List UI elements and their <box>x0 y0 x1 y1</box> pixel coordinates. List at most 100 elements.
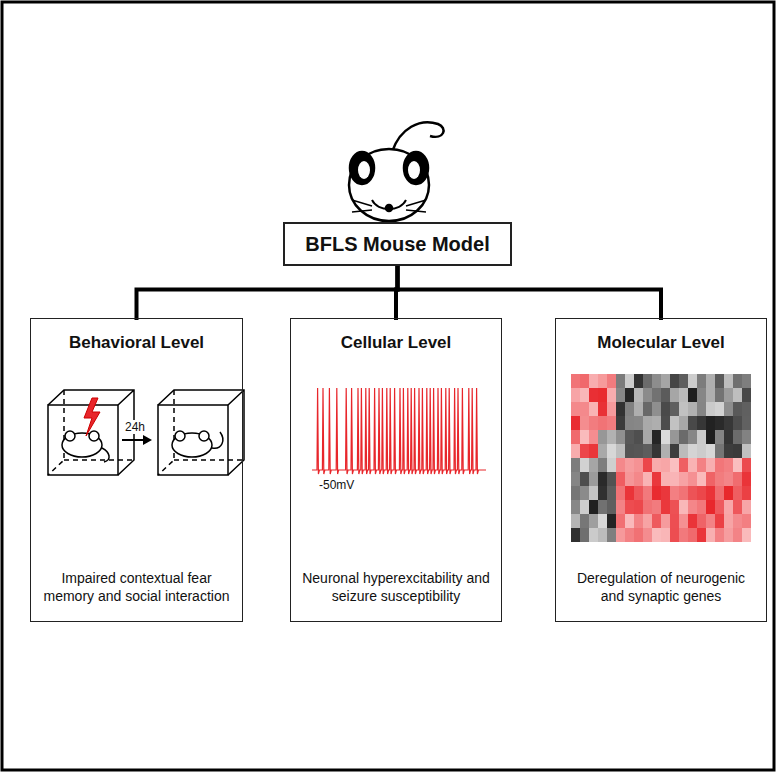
heatmap-cell <box>661 458 670 472</box>
heatmap-cell <box>679 444 688 458</box>
level-description: Deregulation of neurogenic and synaptic … <box>564 569 758 605</box>
heatmap-cell <box>670 416 679 430</box>
heatmap-cell <box>715 374 724 388</box>
heatmap-cell <box>706 514 715 528</box>
model-box: BFLS Mouse Model <box>283 222 512 266</box>
heatmap-cell <box>634 416 643 430</box>
heatmap-cell <box>724 444 733 458</box>
heatmap-cell <box>616 528 625 542</box>
arrow-24h <box>122 435 152 445</box>
heatmap-cell <box>661 514 670 528</box>
heatmap-cell <box>607 486 616 500</box>
heatmap-cell <box>715 416 724 430</box>
heatmap-cell <box>733 430 742 444</box>
heatmap-cell <box>742 458 751 472</box>
heatmap-cell <box>715 500 724 514</box>
heatmap-cell <box>652 472 661 486</box>
heatmap-cell <box>643 374 652 388</box>
heatmap-cell <box>670 472 679 486</box>
heatmap-cell <box>688 388 697 402</box>
heatmap-cell <box>661 500 670 514</box>
heatmap-cell <box>688 486 697 500</box>
heatmap-cell <box>661 402 670 416</box>
heatmap-cell <box>742 388 751 402</box>
heatmap-cell <box>697 374 706 388</box>
heatmap-cell <box>715 514 724 528</box>
heatmap-cell <box>724 500 733 514</box>
heatmap-cell <box>724 374 733 388</box>
heatmap-cell <box>607 416 616 430</box>
heatmap-cell <box>688 444 697 458</box>
heatmap-cell <box>634 500 643 514</box>
heatmap-cell <box>715 430 724 444</box>
heatmap-cell <box>706 472 715 486</box>
heatmap-cell <box>706 458 715 472</box>
heatmap-cell <box>679 402 688 416</box>
heatmap-cell <box>715 528 724 542</box>
heatmap-cell <box>715 486 724 500</box>
heatmap-cell <box>598 528 607 542</box>
heatmap-cell <box>589 430 598 444</box>
heatmap-cell <box>706 416 715 430</box>
heatmap-cell <box>724 458 733 472</box>
heatmap-cell <box>670 444 679 458</box>
heatmap-cell <box>643 472 652 486</box>
heatmap-cell <box>697 514 706 528</box>
heatmap-cell <box>733 444 742 458</box>
heatmap-cell <box>697 458 706 472</box>
heatmap-cell <box>688 430 697 444</box>
heatmap-cell <box>607 458 616 472</box>
heatmap-cell <box>571 472 580 486</box>
heatmap-cell <box>652 430 661 444</box>
heatmap-cell <box>625 374 634 388</box>
heatmap-cell <box>679 458 688 472</box>
heatmap-cell <box>724 514 733 528</box>
heatmap-cell <box>571 528 580 542</box>
heatmap-cell <box>616 444 625 458</box>
heatmap-cell <box>661 416 670 430</box>
heatmap-cell <box>742 374 751 388</box>
heatmap-cell <box>571 388 580 402</box>
heatmap-cell <box>598 514 607 528</box>
heatmap-cell <box>634 528 643 542</box>
heatmap-cell <box>661 430 670 444</box>
heatmap-cell <box>625 514 634 528</box>
heatmap-cell <box>598 374 607 388</box>
heatmap-cell <box>733 416 742 430</box>
level-heading: Molecular Level <box>597 333 725 353</box>
heatmap-cell <box>571 374 580 388</box>
heatmap-cell <box>733 472 742 486</box>
mouse-icon <box>349 122 444 221</box>
level-box: Behavioral LevelImpaired contextual fear… <box>30 318 243 622</box>
heatmap-cell <box>652 514 661 528</box>
heatmap-cell <box>697 486 706 500</box>
heatmap-cell <box>580 514 589 528</box>
heatmap-cell <box>625 388 634 402</box>
heatmap-cell <box>580 402 589 416</box>
level-heading: Behavioral Level <box>69 333 204 353</box>
heatmap-cell <box>643 416 652 430</box>
heatmap-cell <box>580 388 589 402</box>
heatmap-cell <box>661 388 670 402</box>
heatmap-cell <box>742 416 751 430</box>
heatmap-cell <box>652 528 661 542</box>
heatmap-cell <box>742 430 751 444</box>
heatmap-cell <box>670 514 679 528</box>
heatmap-cell <box>697 528 706 542</box>
heatmap-cell <box>634 458 643 472</box>
heatmap-cell <box>580 486 589 500</box>
heatmap-cell <box>688 528 697 542</box>
fear-conditioning-box <box>48 390 134 475</box>
heatmap-cell <box>598 388 607 402</box>
heatmap-cell <box>571 514 580 528</box>
heatmap-cell <box>616 402 625 416</box>
heatmap-cell <box>571 486 580 500</box>
heatmap-cell <box>733 500 742 514</box>
heatmap-cell <box>652 458 661 472</box>
heatmap-cell <box>742 472 751 486</box>
heatmap-cell <box>598 472 607 486</box>
heatmap-cell <box>679 374 688 388</box>
heatmap-cell <box>634 472 643 486</box>
